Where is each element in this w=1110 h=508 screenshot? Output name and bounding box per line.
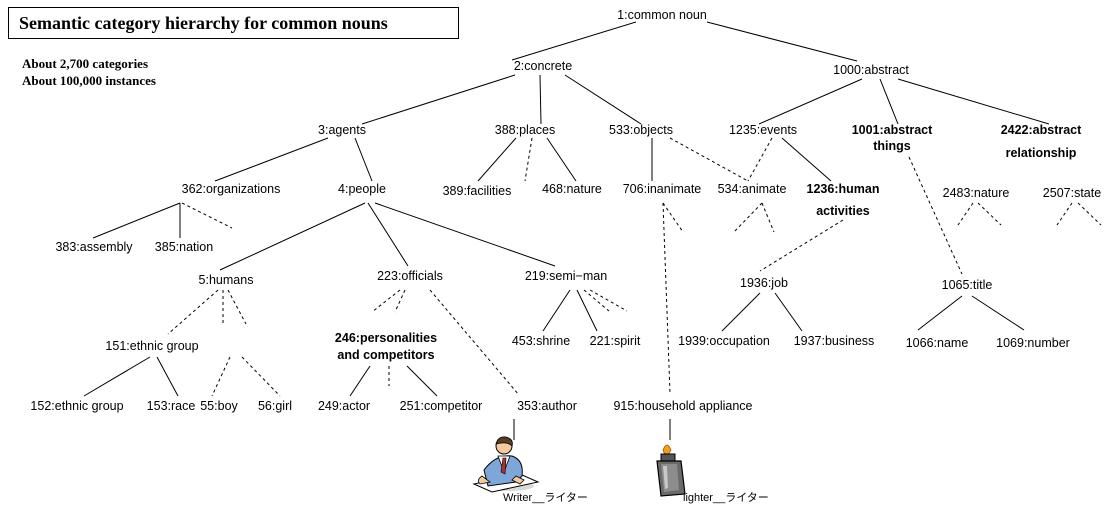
node-name: 1066:name (906, 336, 969, 350)
tree-nodes: 1:common noun 2:concrete 1000:abstract 3… (30, 8, 1101, 413)
category-count: About 2,700 categories (22, 56, 149, 71)
node-human-activities: 1236:human (807, 182, 880, 196)
node-events: 1235:events (729, 123, 797, 137)
node-places: 388:places (495, 123, 555, 137)
node-abstract: 1000:abstract (833, 63, 909, 77)
node-title: 1065:title (942, 278, 993, 292)
node-boy: 55:boy (200, 399, 238, 413)
lighter-clipart-icon (656, 444, 686, 497)
node-abstract-things-line2: things (873, 139, 911, 153)
lighter-caption: lighter__ライター (683, 491, 769, 504)
node-officials: 223:officials (377, 269, 443, 283)
node-objects: 533:objects (609, 123, 673, 137)
node-nature-468: 468:nature (542, 182, 602, 196)
node-spirit: 221:spirit (590, 334, 641, 348)
node-job: 1936:job (740, 276, 788, 290)
node-occupation: 1939:occupation (678, 334, 770, 348)
node-business: 1937:business (794, 334, 875, 348)
node-number: 1069:number (996, 336, 1070, 350)
node-author: 353:author (517, 399, 577, 413)
node-semi-man: 219:semi−man (525, 269, 607, 283)
node-humans: 5:humans (199, 273, 254, 287)
node-animate: 534:animate (718, 182, 787, 196)
node-race: 153:race (147, 399, 196, 413)
node-abstract-relationship-line2: relationship (1006, 146, 1077, 160)
node-organizations: 362:organizations (182, 182, 281, 196)
node-human-activities-line2: activities (816, 204, 870, 218)
node-facilities: 389:facilities (443, 184, 512, 198)
node-ethnic-group-152: 152:ethnic group (30, 399, 123, 413)
node-nature-2483: 2483:nature (943, 186, 1010, 200)
node-competitor: 251:competitor (400, 399, 483, 413)
node-shrine: 453:shrine (512, 334, 570, 348)
node-actor: 249:actor (318, 399, 370, 413)
node-people: 4:people (338, 182, 386, 196)
node-nation: 385:nation (155, 240, 213, 254)
node-state: 2507:state (1043, 186, 1101, 200)
node-agents: 3:agents (318, 123, 366, 137)
node-assembly: 383:assembly (55, 240, 133, 254)
node-abstract-things: 1001:abstract (852, 123, 933, 137)
node-girl: 56:girl (258, 399, 292, 413)
node-household-appliance: 915:household appliance (613, 399, 752, 413)
instance-count: About 100,000 instances (22, 73, 156, 88)
node-ethnic-group-151: 151:ethnic group (105, 339, 198, 353)
node-abstract-relationship: 2422:abstract (1001, 123, 1082, 137)
node-common-noun: 1:common noun (617, 8, 707, 22)
node-concrete: 2:concrete (514, 59, 572, 73)
writer-clipart-icon (472, 436, 540, 493)
node-personalities: 246:personalities (335, 331, 437, 345)
diagram-title: Semantic category hierarchy for common n… (8, 7, 459, 39)
node-personalities-line2: and competitors (337, 348, 434, 362)
writer-caption: Writer__ライター (503, 491, 588, 504)
tree-edges (83, 21, 1102, 440)
node-inanimate: 706:inanimate (623, 182, 702, 196)
